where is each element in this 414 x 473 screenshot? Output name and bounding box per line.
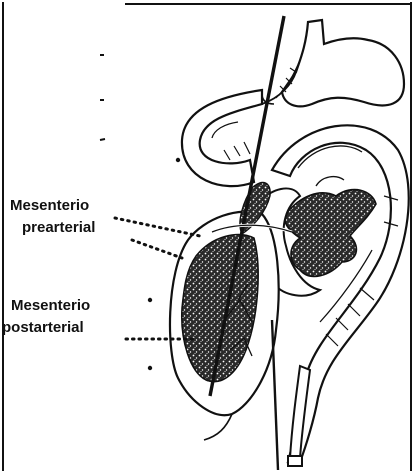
small-bowel-mesentery (285, 190, 376, 277)
label-mesenterio-postarterial-line1: Mesenterio (11, 296, 90, 316)
margin-marks (100, 55, 179, 369)
label-mesenterio-prearterial-line2: prearterial (22, 218, 95, 238)
leader-prearterial-2 (132, 240, 182, 258)
label-mesenterio-postarterial-line2: postarterial (2, 318, 84, 338)
duodenum-loop (182, 90, 262, 186)
label-mesenterio-prearterial-line1: Mesenterio (10, 196, 89, 216)
stomach-duodenum (262, 20, 404, 106)
leader-prearterial-1 (115, 218, 200, 236)
